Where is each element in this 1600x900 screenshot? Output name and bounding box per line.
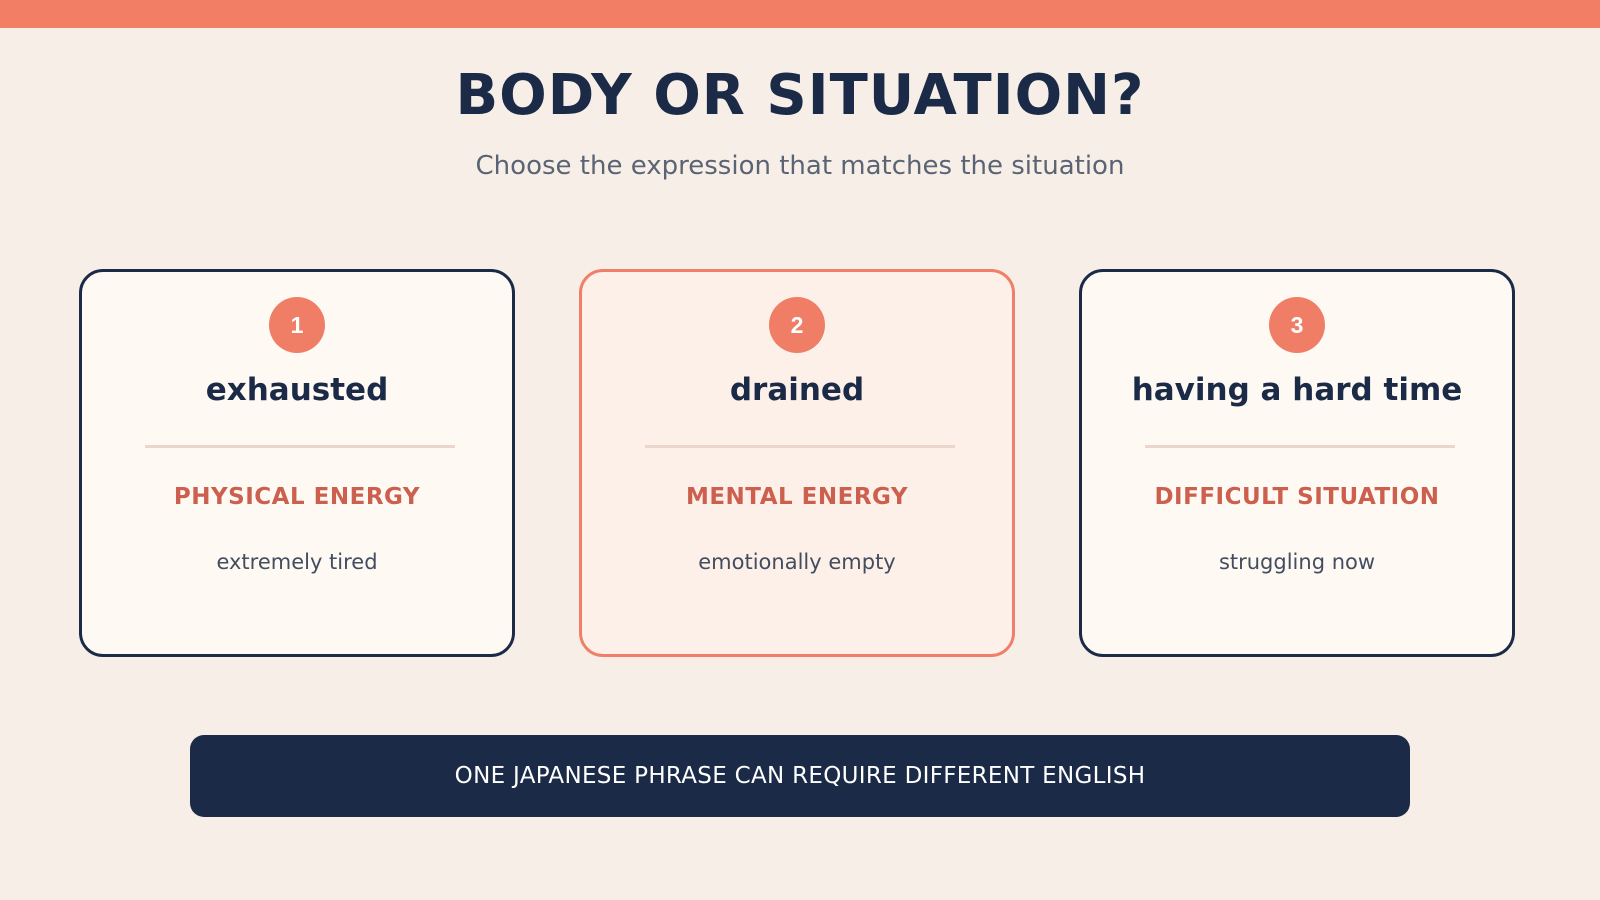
option-number-badge: 1 xyxy=(269,297,325,353)
summary-banner: ONE JAPANESE PHRASE CAN REQUIRE DIFFEREN… xyxy=(190,735,1410,817)
option-word: drained xyxy=(729,372,865,408)
page-subtitle: Choose the expression that matches the s… xyxy=(475,151,1125,181)
option-card-having-a-hard-time[interactable]: 3 having a hard time DIFFICULT SITUATION… xyxy=(1079,269,1515,657)
option-number-badge: 2 xyxy=(769,297,825,353)
option-category: PHYSICAL ENERGY xyxy=(173,484,421,510)
option-card-drained[interactable]: 2 drained MENTAL ENERGY emotionally empt… xyxy=(579,269,1015,657)
card-divider xyxy=(645,445,955,448)
option-number-badge: 3 xyxy=(1269,297,1325,353)
option-word: exhausted xyxy=(205,372,389,408)
option-card-exhausted[interactable]: 1 exhausted PHYSICAL ENERGY extremely ti… xyxy=(79,269,515,657)
card-divider xyxy=(1145,445,1455,448)
page-title: BODY OR SITUATION? xyxy=(455,63,1145,128)
card-divider xyxy=(145,445,455,448)
option-category: DIFFICULT SITUATION xyxy=(1154,484,1440,510)
top-accent-bar xyxy=(0,0,1600,28)
option-category: MENTAL ENERGY xyxy=(685,484,909,510)
option-word: having a hard time xyxy=(1131,372,1463,408)
option-meaning: emotionally empty xyxy=(698,550,896,574)
option-meaning: struggling now xyxy=(1218,550,1376,574)
option-meaning: extremely tired xyxy=(216,550,378,574)
